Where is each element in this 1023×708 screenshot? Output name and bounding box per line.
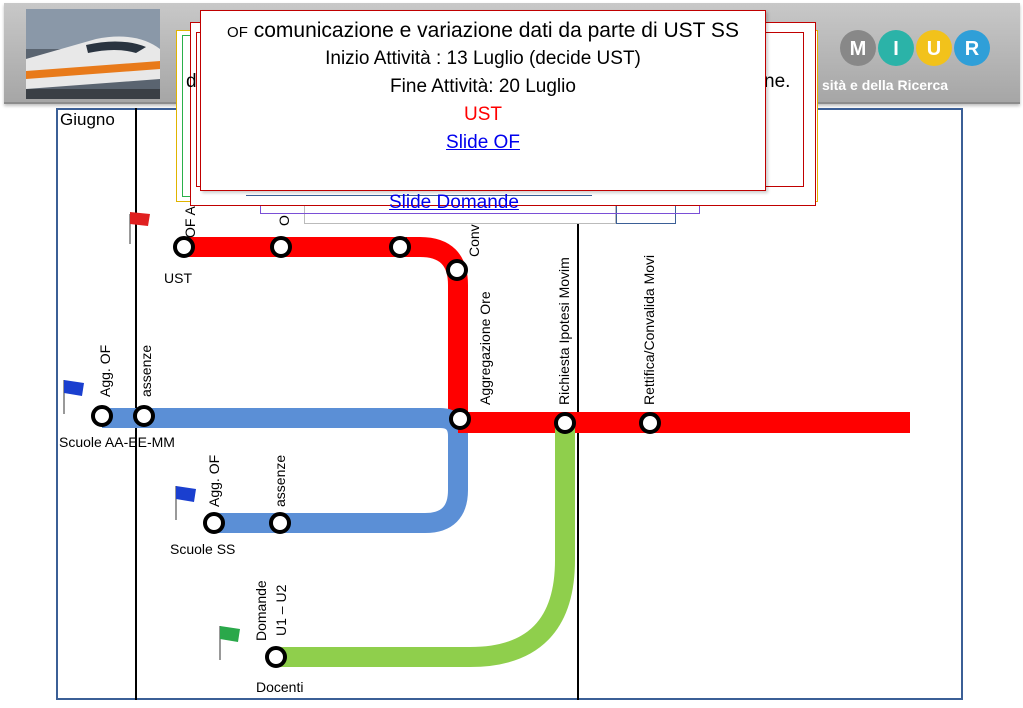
- scuole-ss-line: [214, 420, 468, 533]
- train-image: [26, 9, 160, 99]
- popup-title: OF comunicazione e variazione dati da pa…: [201, 18, 765, 45]
- popup-start: Inizio Attività : 13 Luglio (decide UST): [325, 48, 641, 69]
- label-assenze-aa: assenze: [138, 344, 154, 397]
- main-red-line: [458, 412, 910, 433]
- station-rettifica: [639, 412, 661, 434]
- label-scuole-ss: Scuole SS: [170, 541, 236, 557]
- bg-text-fragment-left: d: [186, 71, 197, 92]
- station-ust-3: [389, 236, 411, 258]
- of-popup: OF comunicazione e variazione dati da pa…: [200, 10, 766, 191]
- label-ust: UST: [164, 270, 192, 286]
- label-i-cut: I: [394, 236, 410, 240]
- header-subtitle: sità e della Ricerca: [822, 77, 949, 93]
- popup-end: Fine Attività: 20 Luglio: [390, 76, 576, 97]
- flag-blue-icon: [63, 380, 84, 414]
- popup-owner: UST: [464, 104, 502, 125]
- slide-domande-link[interactable]: Slide Domande: [389, 192, 519, 213]
- label-scuole-aa: Scuole AA-EE-MM: [59, 434, 175, 450]
- svg-text:M: M: [850, 38, 867, 60]
- miur-logo: M I U R: [840, 30, 990, 66]
- month-label: Giugno: [60, 110, 115, 129]
- ust-line: [174, 237, 468, 430]
- station-ust-of: [173, 236, 195, 258]
- label-docenti: Docenti: [256, 679, 304, 695]
- bg-text-fragment-right: ne.: [764, 71, 791, 92]
- station-convalida: [446, 259, 468, 281]
- june-divider: [135, 108, 137, 700]
- label-assenze-ss: assenze: [272, 454, 288, 507]
- label-conv-cut: Conv: [466, 224, 482, 257]
- label-agg-of-ss: Agg. OF: [206, 454, 222, 507]
- flag-green-icon: [219, 626, 240, 660]
- station-agg-of-ss: [203, 512, 225, 534]
- label-rettifica: Rettifica/Convalida Movi: [641, 254, 657, 405]
- label-agg-of-aa: Agg. OF: [97, 344, 113, 397]
- label-of-cut: O: [276, 215, 292, 226]
- label-aggregazione: Aggregazione Ore: [477, 291, 493, 405]
- popup-title-text: comunicazione e variazione dati da parte…: [253, 19, 739, 42]
- mid-divider: [577, 108, 579, 700]
- bg-card-blue-line: [246, 186, 592, 196]
- label-domande: Domande: [253, 580, 269, 641]
- station-agg-of-aa: [91, 405, 113, 427]
- station-domande: [265, 646, 287, 668]
- station-richiesta: [554, 412, 576, 434]
- label-richiesta: Richiesta Ipotesi Movim: [556, 257, 572, 405]
- flag-blue-ss-icon: [175, 486, 196, 520]
- station-ust-2: [270, 236, 292, 258]
- docenti-line: [276, 423, 575, 667]
- station-assenze-ss: [269, 512, 291, 534]
- flag-red-icon: [129, 212, 150, 244]
- svg-text:I: I: [893, 38, 899, 60]
- slide-of-link[interactable]: Slide OF: [446, 132, 520, 153]
- station-assenze-aa: [133, 405, 155, 427]
- popup-prefix: OF: [227, 24, 248, 41]
- svg-text:U: U: [927, 38, 941, 60]
- label-u1u2: U1 – U2: [273, 584, 289, 636]
- station-aggregazione: [449, 408, 471, 430]
- svg-text:R: R: [965, 38, 980, 60]
